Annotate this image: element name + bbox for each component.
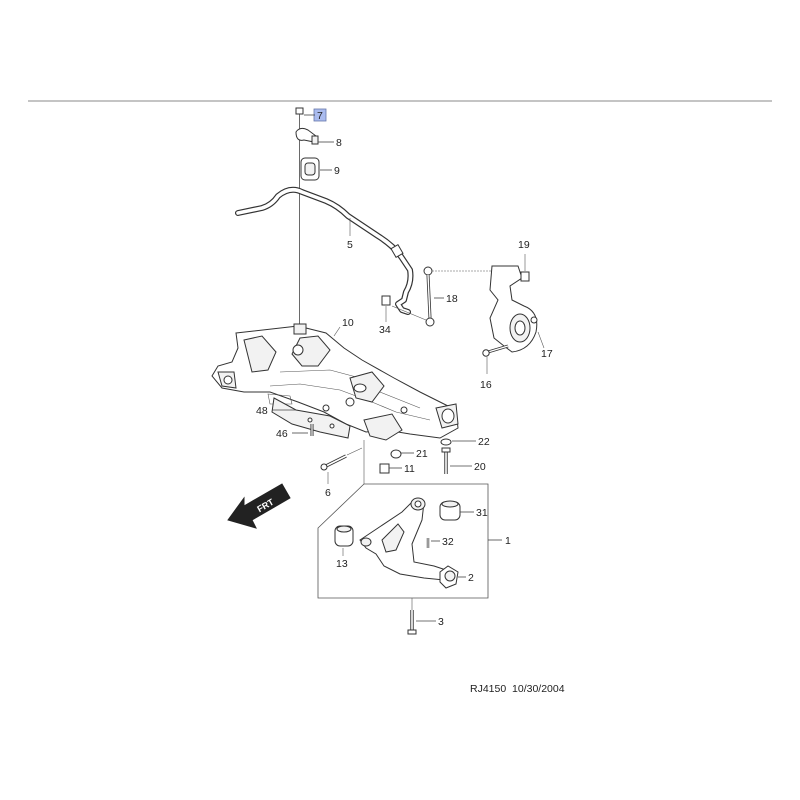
callout-10: 10 xyxy=(342,317,354,329)
bolt-7 xyxy=(295,107,304,330)
callout-13: 13 xyxy=(336,558,348,570)
callout-19: 19 xyxy=(518,239,530,251)
callout-22: 22 xyxy=(478,436,490,448)
crossmember-10 xyxy=(211,323,459,441)
steering-knuckle-17 xyxy=(482,265,538,357)
stabilizer-bar-5 xyxy=(235,186,414,315)
bolt-19 xyxy=(520,271,530,282)
callout-32: 32 xyxy=(442,536,454,548)
bolt-20 xyxy=(441,447,451,474)
stabilizer-link-18 xyxy=(423,266,496,327)
bolt-3 xyxy=(407,598,417,635)
callout-11: 11 xyxy=(404,463,415,475)
callout-16: 16 xyxy=(480,379,492,391)
callout-46: 46 xyxy=(276,428,288,440)
lower-control-arm xyxy=(359,497,447,581)
callout-6: 6 xyxy=(325,487,331,499)
callout-34: 34 xyxy=(379,324,391,336)
callout-2: 2 xyxy=(468,572,474,584)
callout-21: 21 xyxy=(416,448,428,460)
callout-18: 18 xyxy=(446,293,458,305)
callout-9: 9 xyxy=(334,165,340,177)
nut-34 xyxy=(381,295,427,321)
callout-48: 48 xyxy=(256,405,268,417)
bushing-31 xyxy=(439,500,461,521)
callout-8: 8 xyxy=(336,137,342,149)
bushing-13 xyxy=(334,525,354,547)
callout-17: 17 xyxy=(541,348,553,360)
nut-21 xyxy=(390,449,402,459)
control-arm-box xyxy=(317,483,489,599)
callout-20: 20 xyxy=(474,461,486,473)
bolt-6 xyxy=(320,447,363,471)
callout-3: 3 xyxy=(438,616,444,628)
ball-joint-2 xyxy=(439,565,459,589)
callout-7: 7 xyxy=(317,110,323,122)
diagram-caption: RJ4150 10/30/2004 xyxy=(470,683,565,695)
bushing-9 xyxy=(300,157,320,181)
nut-11 xyxy=(379,463,390,474)
callout-31: 31 xyxy=(476,507,488,519)
bracket-48 xyxy=(271,397,351,439)
callout-1: 1 xyxy=(505,535,511,547)
clamp-8 xyxy=(295,127,319,145)
callout-5: 5 xyxy=(347,239,353,251)
front-direction-arrow: FRT xyxy=(227,483,291,529)
washer-22 xyxy=(440,438,452,446)
